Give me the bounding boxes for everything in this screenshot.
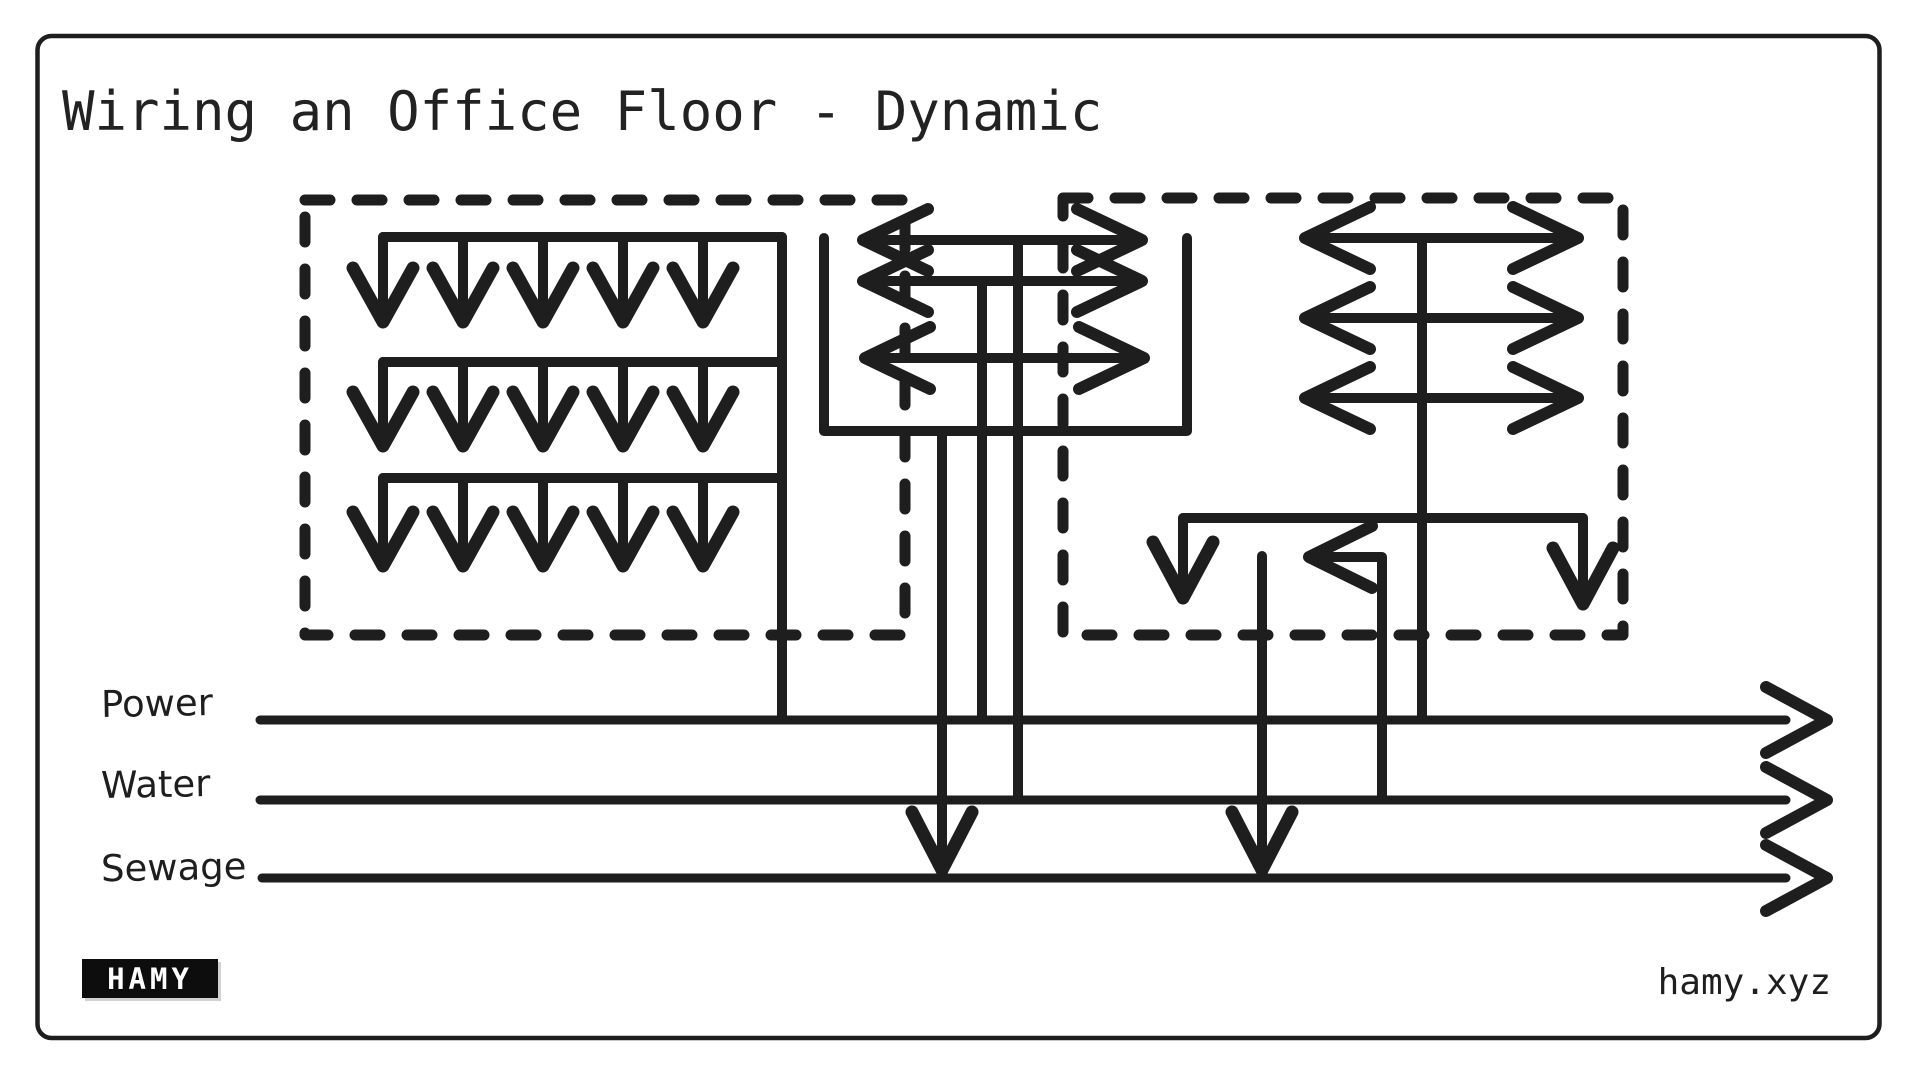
room-boundaries (299, 192, 1629, 641)
down-arrowhead (666, 261, 740, 329)
down-arrow-stems (378, 357, 708, 444)
utility-arrowheads (1760, 681, 1833, 917)
down-arrowhead (346, 261, 420, 329)
down-arrowhead (506, 505, 580, 573)
right-arrowhead (1071, 244, 1148, 318)
left-room-arrowheads (346, 261, 740, 573)
sewage-label: Sewage (100, 844, 247, 891)
left-arrowhead (859, 321, 936, 395)
right-room-outline (1057, 192, 1629, 641)
right-room-lines (1178, 233, 1588, 865)
left-arrowhead (1303, 520, 1378, 594)
utility-mains (255, 715, 1791, 883)
down-arrowhead (426, 385, 500, 453)
right-arrowhead (1760, 681, 1833, 759)
right-room-arrowheads (1146, 201, 1620, 877)
down-arrow-stems (378, 232, 708, 320)
right-arrowhead (1760, 839, 1833, 917)
water-label: Water (100, 762, 211, 807)
down-arrowhead (1225, 805, 1299, 877)
left-arrowhead (1299, 361, 1376, 435)
brand-logo: HAMY (82, 959, 218, 998)
power-label: Power (100, 681, 214, 726)
left-arrowhead (857, 244, 934, 318)
down-arrowhead (506, 261, 580, 329)
left-arrowhead (1299, 281, 1376, 355)
down-arrowhead (666, 505, 740, 573)
down-arrowhead (426, 505, 500, 573)
down-arrowhead (586, 385, 660, 453)
down-arrowhead (586, 261, 660, 329)
right-arrowhead (1507, 361, 1584, 435)
corridor-lines (819, 233, 1192, 865)
down-arrowhead (1546, 541, 1620, 611)
down-arrowhead (1146, 535, 1220, 605)
down-arrowhead (666, 385, 740, 453)
corridor-bracket (819, 233, 1192, 436)
left-arrowhead (1299, 201, 1376, 275)
down-arrowhead (426, 261, 500, 329)
right-arrowhead (1760, 761, 1833, 839)
outer-frame (35, 33, 1882, 1041)
left-room-power-grid (378, 232, 787, 723)
down-arrowhead (905, 805, 979, 877)
site-url-text: hamy.xyz (1657, 962, 1831, 1003)
down-arrowhead (586, 505, 660, 573)
down-arrowhead (346, 505, 420, 573)
down-arrow-stems (378, 473, 708, 564)
down-arrowhead (506, 385, 580, 453)
down-arrowhead (346, 385, 420, 453)
right-arrowhead (1073, 321, 1150, 395)
right-arrowhead (1507, 201, 1584, 275)
page-title: Wiring an Office Floor - Dynamic (62, 80, 1103, 143)
corridor-arrowheads (857, 203, 1150, 877)
right-arrowhead (1507, 281, 1584, 355)
